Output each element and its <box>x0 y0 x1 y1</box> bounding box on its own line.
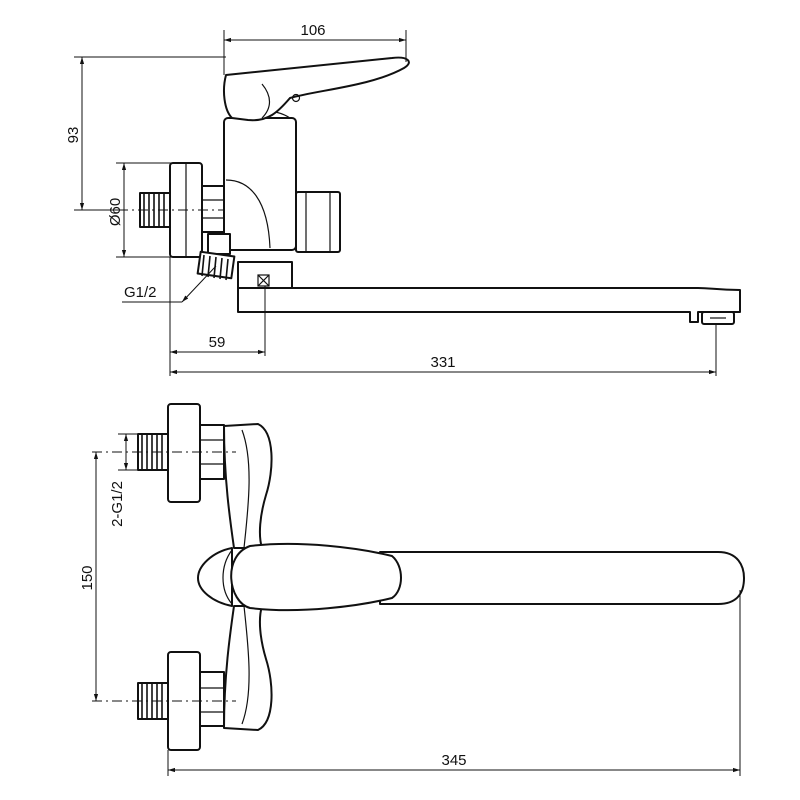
top-mixer-body <box>223 423 273 731</box>
dim-g12-label: G1/2 <box>124 284 157 301</box>
dim-2-g12-label: 2-G1/2 <box>109 481 126 527</box>
dim-59-label: 59 <box>209 334 226 351</box>
dim-59: 59 <box>169 257 266 376</box>
dim-g12-leader: G1/2 <box>122 265 217 303</box>
dim-345-label: 345 <box>441 752 466 769</box>
top-view: 2-G1/2 150 345 <box>79 403 745 776</box>
dim-diameter-60: Ø60 <box>107 162 172 258</box>
side-spout-collar <box>237 261 293 289</box>
dim-150-label: 150 <box>79 565 96 590</box>
dim-331: 331 <box>170 324 717 376</box>
side-diverter-block <box>295 191 341 253</box>
top-upper-flange <box>167 403 201 503</box>
side-view: 106 93 Ø60 G1/2 59 <box>65 22 741 376</box>
top-lever-handle <box>222 542 402 612</box>
dim-331-label: 331 <box>430 354 455 371</box>
side-connecting-nut <box>201 185 225 233</box>
side-spout <box>237 287 741 325</box>
dim-93-label: 93 <box>65 127 82 144</box>
dim-106: 106 <box>223 22 407 75</box>
dim-345: 345 <box>167 590 741 776</box>
dim-106-label: 106 <box>300 22 325 39</box>
dim-93: 93 <box>65 56 226 211</box>
top-spout <box>379 551 745 605</box>
side-lever-handle <box>223 56 410 122</box>
side-mixer-body <box>223 109 297 251</box>
dim-2-g12: 2-G1/2 <box>109 433 140 527</box>
side-lower-outlet <box>196 233 236 281</box>
top-cartridge <box>197 547 233 607</box>
dim-diameter-60-label: Ø60 <box>107 198 124 226</box>
top-lower-nut <box>199 671 225 727</box>
dim-150: 150 <box>79 452 99 701</box>
